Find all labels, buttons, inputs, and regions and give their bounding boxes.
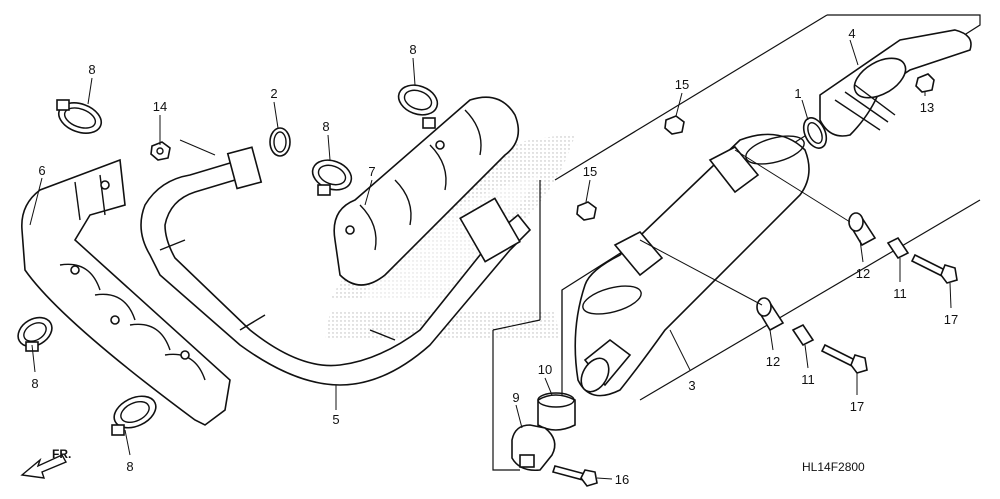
- washer-11-upper: [886, 236, 910, 260]
- front-direction-arrow: FR.: [20, 447, 71, 479]
- callout-9: 9: [512, 390, 519, 405]
- callout-11-upper: 11: [893, 286, 907, 301]
- washer-11-lower: [791, 323, 815, 347]
- leader-lines: [29, 39, 952, 480]
- callout-12-lower: 12: [766, 354, 780, 369]
- nut-15-lower: [576, 201, 597, 221]
- callout-8-top-left: 8: [88, 62, 95, 77]
- callout-labels: 1 2 3 4 5 6 7 8 8 8 8 9 10 11 11 12 12 1…: [31, 26, 958, 487]
- callout-6: 6: [38, 163, 45, 178]
- callout-17-upper: 17: [944, 312, 958, 327]
- bolt-17-lower: [820, 343, 868, 374]
- callout-8-top: 8: [409, 42, 416, 57]
- muffler-3: [574, 133, 810, 397]
- joint-clamp-9: [511, 424, 556, 472]
- tail-pipe-4: [819, 29, 972, 137]
- callout-12-upper: 12: [856, 266, 870, 281]
- nut-14: [150, 141, 171, 161]
- callout-8-bottom: 8: [126, 459, 133, 474]
- callout-7: 7: [368, 164, 375, 179]
- callout-5: 5: [332, 412, 339, 427]
- bolt-13: [915, 73, 935, 93]
- callout-8-left: 8: [31, 376, 38, 391]
- band-clamp-8-left: [17, 316, 53, 352]
- callout-11-lower: 11: [801, 372, 815, 387]
- callout-15-top: 15: [675, 77, 689, 92]
- collar-12-upper: [848, 212, 877, 247]
- bolt-17-upper: [910, 253, 958, 284]
- callout-16: 16: [615, 472, 629, 487]
- bolt-16: [551, 465, 598, 487]
- band-clamp-8-top: [397, 84, 439, 129]
- collar-12-lower: [756, 297, 785, 332]
- front-exhaust-pipe-6: [21, 158, 231, 426]
- gasket-2: [269, 127, 291, 157]
- gasket-1: [802, 117, 828, 149]
- gasket-10: [537, 392, 576, 431]
- callout-15-lower: 15: [583, 164, 597, 179]
- callout-2: 2: [270, 86, 277, 101]
- callout-14: 14: [153, 99, 167, 114]
- nut-15-top: [664, 115, 685, 135]
- callout-13: 13: [920, 100, 934, 115]
- callout-3: 3: [688, 378, 695, 393]
- callout-8-middle: 8: [322, 119, 329, 134]
- direction-label: FR.: [52, 447, 71, 461]
- heat-protector-7: [333, 96, 520, 286]
- exhaust-pipe-5: [140, 146, 532, 386]
- callout-1: 1: [794, 86, 801, 101]
- callout-17-lower: 17: [850, 399, 864, 414]
- band-clamp-8-top-left: [56, 99, 103, 134]
- muffler-group-frame: [492, 14, 981, 471]
- band-clamp-8-middle: [311, 159, 353, 196]
- band-clamp-8-bottom: [111, 395, 157, 436]
- diagram-code: HL14F2800: [802, 460, 865, 474]
- callout-10: 10: [538, 362, 552, 377]
- callout-4: 4: [848, 26, 855, 41]
